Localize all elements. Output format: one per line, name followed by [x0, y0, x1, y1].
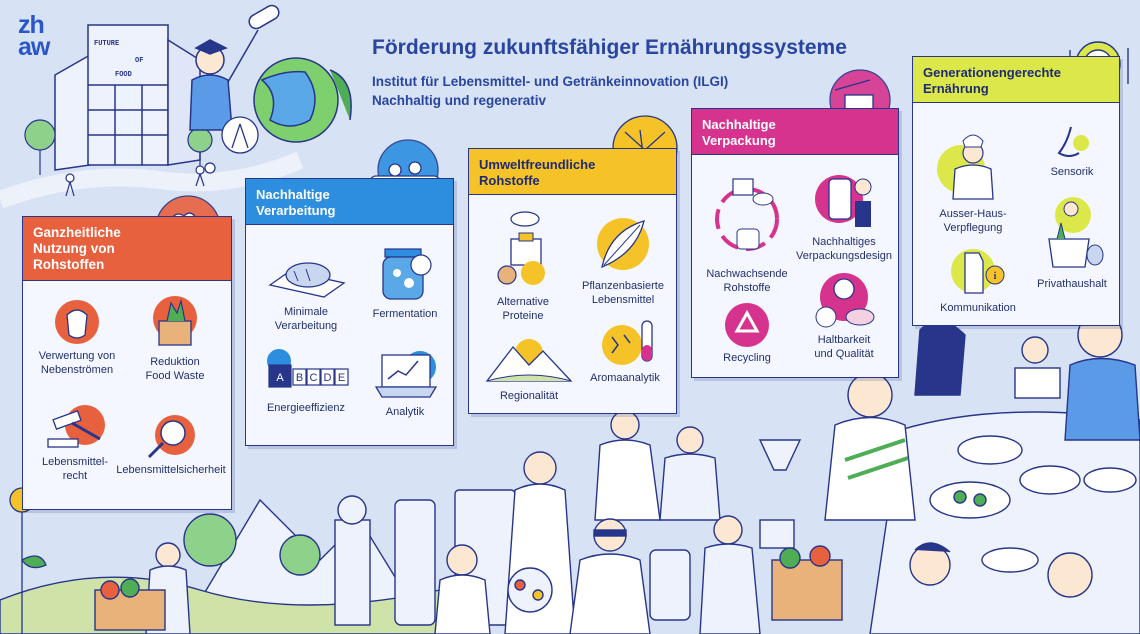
item-label: Haltbarkeit und Qualität	[814, 334, 874, 360]
page-title: Förderung zukunftsfähiger Ernährungssyst…	[372, 36, 847, 59]
globe-icon	[253, 57, 352, 143]
energy-class-a: A	[276, 372, 284, 384]
energy-label-icon: A B C D E	[267, 349, 349, 388]
landscape	[0, 498, 441, 634]
item-label: Fermentation	[372, 308, 438, 320]
wheat-thought-bubble	[204, 116, 259, 174]
svg-text:i: i	[994, 271, 997, 282]
test-tube-icon	[602, 320, 653, 365]
item-kommunikation: i Kommunikation	[923, 243, 1033, 316]
item-aromaanalytik: Aromaanalytik	[577, 317, 673, 386]
energy-class-b: B	[296, 372, 303, 384]
item-lebensmittelrecht: Lebensmittel- recht	[29, 401, 121, 483]
building-sign-line1: FUTURE	[94, 40, 119, 48]
apple-core-icon	[55, 300, 99, 344]
farmer-figure	[94, 542, 191, 634]
item-label: Analytik	[385, 406, 425, 418]
future-of-food-building	[54, 24, 201, 171]
mountains-icon	[485, 339, 573, 382]
item-verpackungsdesign: Nachhaltiges Verpackungsdesign	[792, 171, 896, 263]
plant-leaf-icon	[597, 218, 649, 270]
compost-bin-icon	[153, 296, 197, 346]
item-label: Nachwachsende Rohstoffe	[706, 268, 788, 294]
panel-generationengerechte-ernaehrung: Generationengerechte Ernährung Ausser-Ha…	[912, 56, 1120, 326]
family-dinner	[824, 312, 1140, 634]
item-label: Recycling	[723, 352, 771, 364]
subtitle-line1: Institut für Lebensmittel- und Getränkei…	[372, 74, 729, 89]
item-sensorik: Sensorik	[1029, 123, 1115, 180]
info-carton-icon: i	[951, 249, 1005, 294]
magnifier-icon	[147, 415, 195, 459]
item-label: Aromaanalytik	[590, 372, 660, 384]
item-minimale-verarbeitung: Minimale Verarbeitung	[256, 245, 356, 333]
item-label: Energieeffizienz	[266, 402, 346, 414]
item-pflanzenbasierte-lebensmittel: Pflanzenbasierte Lebensmittel	[573, 211, 673, 307]
ferment-jar-icon	[382, 248, 432, 300]
item-reduktion: Reduktion Food Waste	[127, 293, 223, 383]
gavel-icon	[47, 405, 105, 448]
item-label: Lebensmittel- recht	[41, 456, 109, 482]
building-sign-line3: FOOD	[115, 71, 132, 79]
energy-class-e: E	[338, 372, 345, 384]
item-haltbarkeit-qualitaet: Haltbarkeit und Qualität	[792, 271, 896, 361]
panel-title: Generationengerechte Ernährung	[913, 57, 1119, 103]
item-energieeffizienz: A B C D E Energieeffizienz	[256, 347, 356, 416]
cycle-packaging-icon	[715, 178, 779, 251]
item-recycling: Recycling	[702, 301, 792, 366]
energy-class-c: C	[310, 372, 318, 384]
panel-umweltfreundliche-rohstoffe: Umweltfreundliche Rohstoffe Alternative …	[468, 148, 677, 414]
item-fermentation: Fermentation	[362, 241, 448, 322]
building-sign-line2: OF	[135, 57, 143, 65]
item-label: Lebensmittelsicherheit	[116, 464, 226, 476]
chef-icon	[937, 134, 994, 200]
panel-ganzheitliche-nutzung: Ganzheitliche Nutzung von Rohstoffen Ver…	[22, 216, 232, 510]
protein-machine-icon	[497, 211, 545, 285]
item-label: Reduktion Food Waste	[145, 356, 205, 382]
panel-title: Nachhaltige Verpackung	[692, 109, 898, 155]
item-label: Pflanzenbasierte Lebensmittel	[582, 280, 664, 306]
logo-text: zh aw	[18, 11, 50, 61]
page-subtitle: Institut für Lebensmittel- und Getränkei…	[372, 72, 728, 110]
item-label: Ausser-Haus- Verpflegung	[939, 208, 1007, 234]
item-ausser-haus-verpflegung: Ausser-Haus- Verpflegung	[923, 123, 1023, 235]
panel-title: Ganzheitliche Nutzung von Rohstoffen	[23, 217, 231, 281]
panel-nachhaltige-verarbeitung: Nachhaltige Verarbeitung Minimale Verarb…	[245, 178, 454, 446]
nose-icon	[1057, 126, 1089, 157]
recycle-icon	[725, 303, 769, 347]
zhaw-logo: zh aw	[18, 11, 50, 61]
graduate-figure	[189, 4, 280, 131]
item-regionalitaet: Regionalität	[479, 333, 579, 404]
item-label: Alternative Proteine	[497, 296, 549, 322]
panel-nachhaltige-verpackung: Nachhaltige Verpackung Nachwachsende Roh…	[691, 108, 899, 378]
lab-equipment	[334, 489, 516, 626]
item-lebensmittelsicherheit: Lebensmittelsicherheit	[115, 413, 227, 478]
item-label: Sensorik	[1050, 166, 1094, 178]
bread-board-icon	[268, 262, 346, 298]
panel-title: Umweltfreundliche Rohstoffe	[469, 149, 676, 195]
item-label: Verwertung von Nebenströmen	[38, 350, 116, 376]
item-privathaushalt: Privathaushalt	[1029, 195, 1115, 292]
item-analytik: Analytik	[362, 347, 448, 420]
item-label: Privathaushalt	[1037, 278, 1107, 290]
walking-people	[65, 165, 205, 197]
item-label: Kommunikation	[940, 302, 1016, 314]
subtitle-line2: Nachhaltig und regenerativ	[372, 93, 547, 108]
laptop-chart-icon	[374, 351, 438, 398]
item-verwertung: Verwertung von Nebenströmen	[31, 297, 123, 377]
panel-title: Nachhaltige Verarbeitung	[246, 179, 453, 225]
item-nachwachsende-rohstoffe: Nachwachsende Rohstoffe	[698, 169, 796, 295]
energy-class-d: D	[324, 372, 332, 384]
groceries-icon	[1048, 197, 1104, 268]
item-label: Minimale Verarbeitung	[274, 306, 338, 332]
item-alternative-proteine: Alternative Proteine	[479, 209, 567, 323]
item-label: Regionalität	[499, 390, 559, 402]
quality-medal-icon	[815, 273, 875, 328]
scientists-group	[434, 410, 843, 634]
item-label: Nachhaltiges Verpackungsdesign	[795, 236, 892, 262]
phone-design-icon	[815, 175, 872, 227]
